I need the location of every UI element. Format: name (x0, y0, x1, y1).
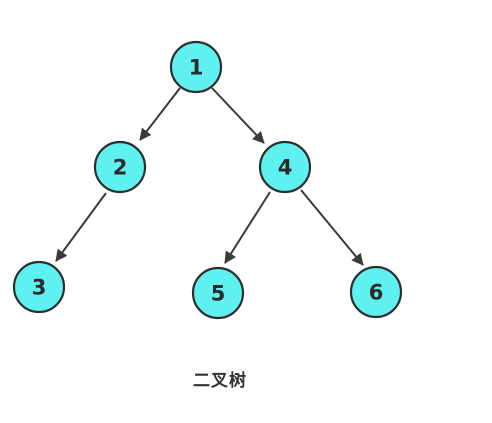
tree-node-1: 1 (169, 40, 223, 94)
edge-1-to-2 (139, 87, 181, 141)
edge-2-to-3 (55, 192, 107, 262)
node-label: 4 (278, 156, 293, 180)
edge-1-to-4 (211, 87, 265, 144)
edge-4-to-6 (300, 189, 364, 266)
tree-node-4: 4 (258, 140, 312, 194)
tree-node-3: 3 (12, 260, 66, 314)
tree-node-2: 2 (93, 140, 147, 194)
node-circle (169, 40, 223, 94)
node-label: 2 (113, 156, 128, 180)
node-circle (93, 140, 147, 194)
node-label: 3 (32, 276, 47, 300)
node-circle (258, 140, 312, 194)
edge-4-to-5 (224, 191, 271, 264)
tree-node-5: 5 (191, 266, 245, 320)
node-circle (12, 260, 66, 314)
node-label: 5 (211, 282, 226, 306)
node-label: 6 (369, 281, 384, 305)
node-circle (349, 265, 403, 319)
tree-node-6: 6 (349, 265, 403, 319)
node-label: 1 (189, 56, 204, 80)
diagram-caption: 二叉树 (193, 371, 247, 391)
node-circle (191, 266, 245, 320)
